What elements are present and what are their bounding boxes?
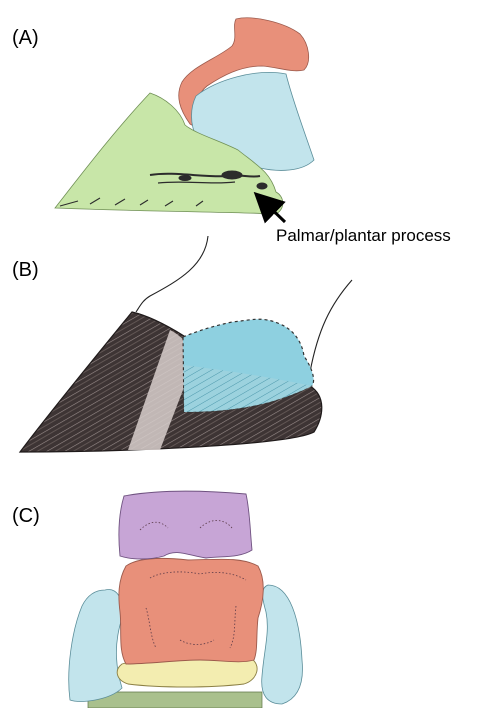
pastern-outline-left — [136, 236, 208, 312]
panel-c: (C) — [12, 491, 302, 708]
right-cartilage — [262, 585, 303, 704]
panel-c-label: (C) — [12, 505, 40, 527]
olive-strip — [88, 692, 262, 708]
panel-a: (A) Palmar/plantar process — [12, 18, 451, 245]
process-annotation: Palmar/plantar process — [276, 226, 451, 245]
panel-b-label: (B) — [12, 259, 39, 281]
pastern-outline-right — [310, 280, 352, 372]
left-cartilage — [69, 589, 123, 701]
salmon-bone-c — [119, 558, 263, 664]
lavender-bone — [119, 491, 252, 559]
panel-b: (B) — [12, 236, 352, 452]
panel-a-label: (A) — [12, 27, 39, 49]
